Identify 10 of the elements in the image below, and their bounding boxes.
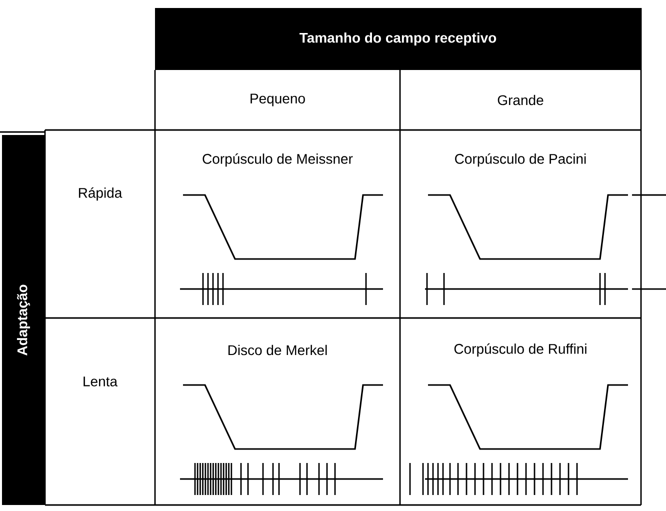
receptor-name: Corpúsculo de Meissner	[202, 153, 353, 167]
column-header: Pequeno	[250, 94, 305, 106]
receptor-name: Corpúsculo de Ruffini	[454, 343, 586, 357]
row-group-band: Adaptação	[2, 135, 45, 505]
receptor-name: Disco de Merkel	[228, 344, 327, 356]
row-header: Rápida	[78, 187, 122, 201]
row-header: Lenta	[84, 376, 118, 386]
column-header: Grande	[498, 94, 544, 106]
receptor-name: Corpúsculo de Pacini	[455, 153, 586, 167]
header-band: Tamanho do campo receptivo	[155, 8, 641, 70]
